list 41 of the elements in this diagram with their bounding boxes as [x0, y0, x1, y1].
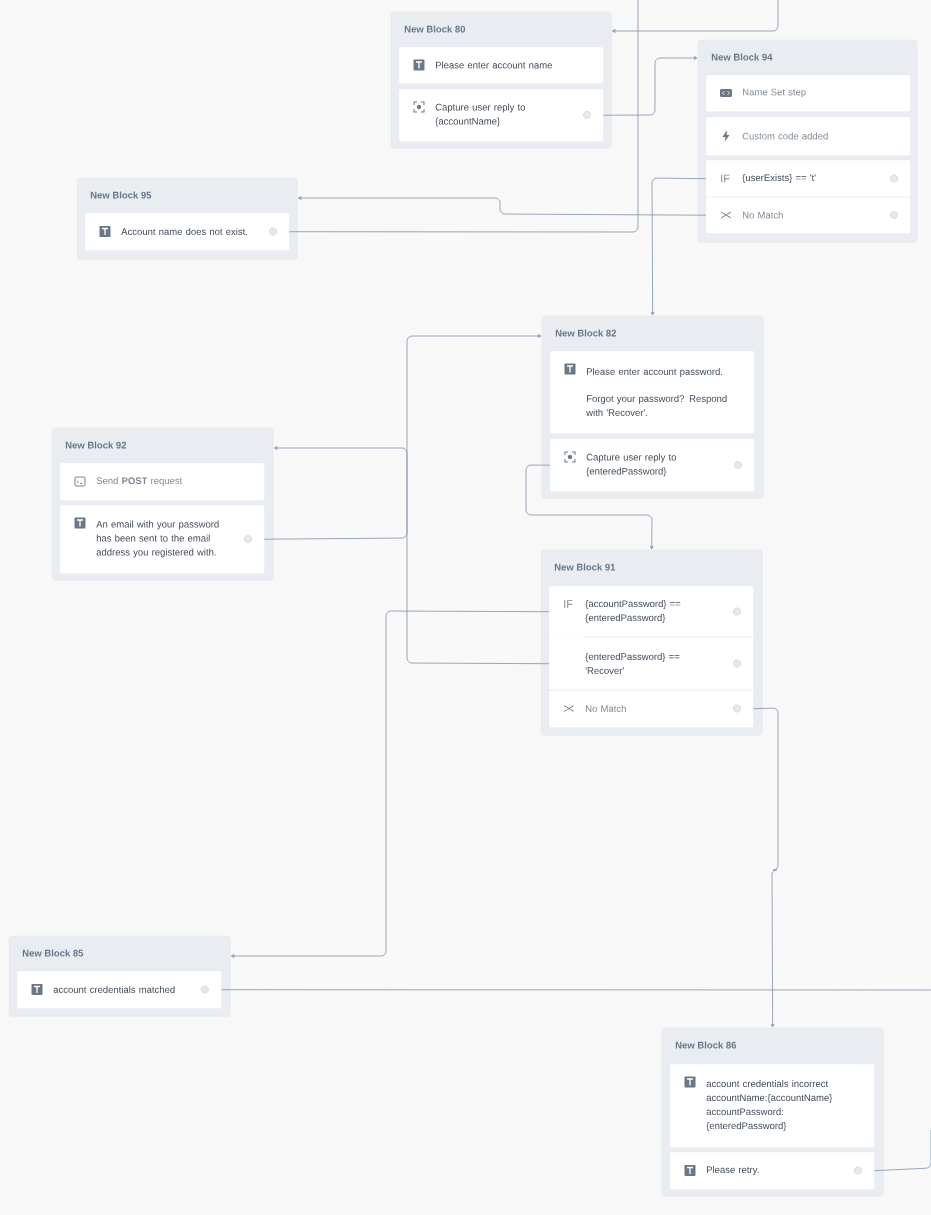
step-card: Send POST request: [60, 463, 265, 501]
node-label: {accountPassword} == {enteredPassword}: [585, 600, 681, 623]
node-label: {enteredPassword} == 'Recover': [585, 653, 680, 674]
connector-arrow: [230, 610, 550, 958]
block-title: New Block 86: [675, 1041, 737, 1049]
step-card: {enteredPassword} == 'Recover': [549, 637, 754, 691]
connector-arrow: [525, 464, 654, 550]
block-title: New Block 92: [65, 441, 127, 449]
connector-arrow: [297, 196, 707, 216]
step-card: account credentials incorrect accountName:{accountName} accountPassword: {enteredPassword}: [670, 1064, 875, 1148]
step-card: IF {userExists} == 't': [706, 160, 911, 198]
connector-arrow: [650, 177, 707, 316]
connector-arrow: [611, 0, 779, 33]
block-title: New Block 94: [711, 53, 773, 61]
step-card: Name Set step: [706, 75, 911, 112]
node-label: No Match: [742, 211, 783, 219]
block-title: New Block 91: [554, 563, 616, 571]
step-card: No Match: [706, 197, 911, 234]
step-card: Please retry.: [670, 1152, 875, 1190]
block-title: New Block 80: [404, 25, 466, 33]
block-title: New Block 82: [555, 329, 617, 337]
node-label: {userExists} == 't': [742, 174, 816, 183]
step-card: Please enter account name: [399, 47, 604, 84]
block-title: New Block 85: [22, 949, 84, 957]
step-card: IF {accountPassword} == {enteredPassword}: [549, 586, 754, 638]
step-card: Capture user reply to {accountName}: [399, 89, 604, 142]
step-card: account credentials matched: [17, 971, 222, 1009]
node-label: IF: [564, 600, 573, 608]
step-card: Custom code added: [706, 117, 911, 156]
connector-arrow: [273, 446, 550, 665]
step-card: An email with your password has been sent to the email address you registered with.: [60, 505, 265, 574]
node-label: No Match: [585, 705, 626, 712]
node-label: IF: [721, 174, 730, 183]
connector-arrow: [263, 334, 542, 540]
connector-arrow: [752, 707, 779, 1028]
step-card: No Match: [549, 690, 754, 728]
connector-arrow: [602, 56, 698, 116]
step-card: Please enter account password. Forgot your password? Respond with 'Recover'.: [550, 351, 755, 434]
block-title: New Block 95: [90, 191, 152, 199]
step-card: Capture user reply to {enteredPassword}: [550, 439, 755, 492]
step-card: Account name does not exist.: [85, 213, 290, 251]
